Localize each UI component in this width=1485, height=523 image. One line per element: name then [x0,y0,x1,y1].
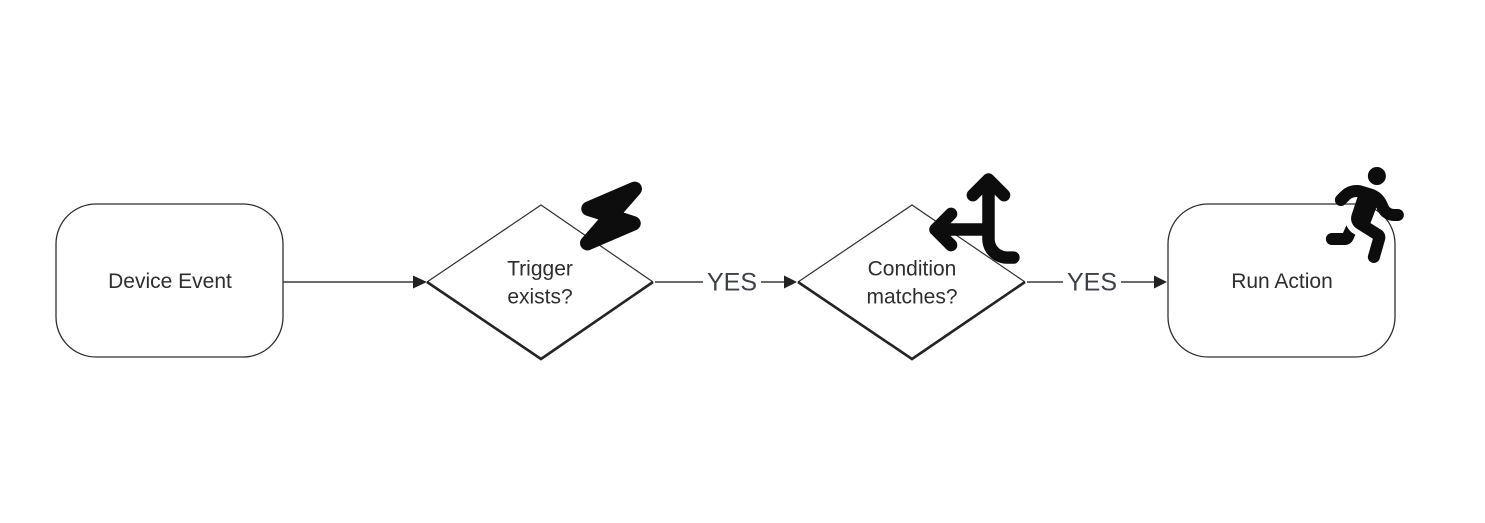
node-label-condition-matches: Condition matches? [866,257,958,309]
node-label-device-event: Device Event [108,269,232,293]
edge-label-yes-condition: YES [1062,268,1122,298]
edge-label-yes-trigger: YES [702,268,762,298]
node-shape-condition-matches [797,204,1026,361]
running-person-icon [1325,167,1404,264]
edge-condition-to-run-action [1027,275,1167,289]
node-label-run-action: Run Action [1231,269,1333,293]
split-arrows-icon [929,173,1020,264]
node-shape-device-event [55,203,284,358]
edge-trigger-to-condition [655,275,797,289]
node-label-trigger-exists: Trigger exists? [507,257,573,309]
edge-device-event-to-trigger [283,275,427,289]
lightning-bolt-icon [579,181,643,251]
